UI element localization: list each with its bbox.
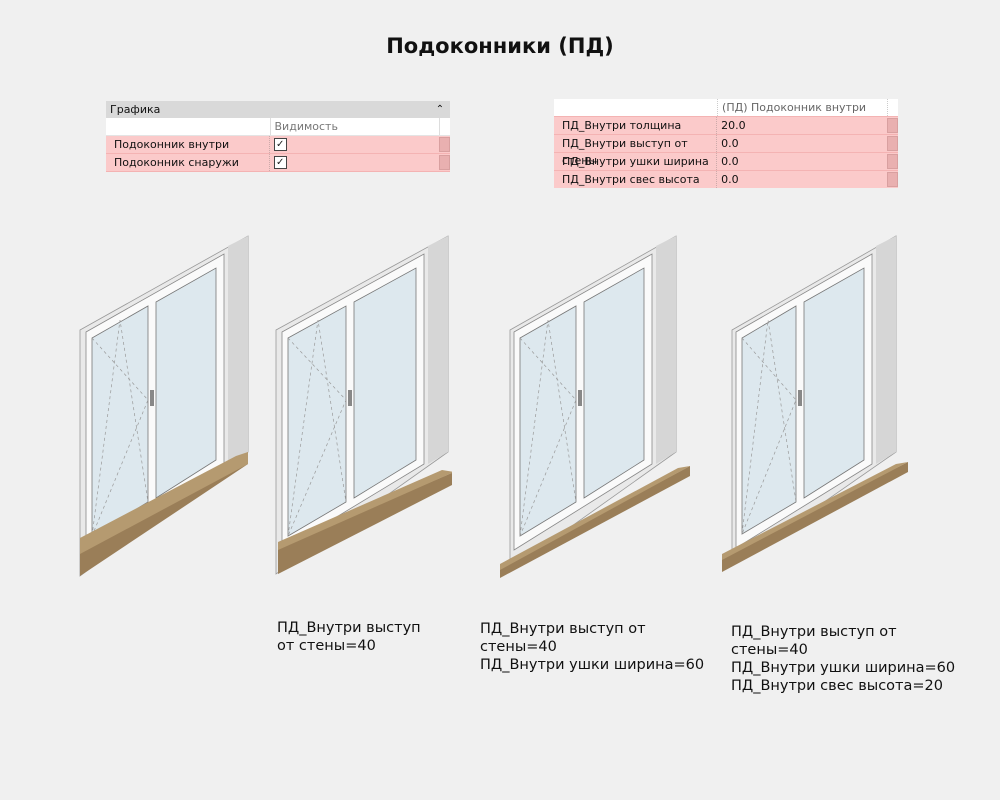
row-scroll-stub	[439, 155, 450, 170]
graphics-visibility-panel: Графика ⌃ Видимость Подоконник внутри ✓ …	[106, 101, 450, 172]
row-scroll-stub	[887, 154, 898, 169]
param-row-ear-width[interactable]: ПД_Внутри ушки ширина 0.0	[554, 152, 898, 170]
param-value-field[interactable]: 0.0	[721, 137, 739, 150]
visibility-row-sill-outside[interactable]: Подоконник снаружи ✓	[106, 154, 450, 172]
param-name: ПД_Внутри ушки ширина	[554, 153, 718, 170]
caption-text: ПД_Внутри выступ от стены=40 ПД_Внутри у…	[731, 624, 956, 694]
window-illustration-1	[79, 235, 249, 577]
sill-outside-visibility-checkbox[interactable]: ✓	[273, 156, 287, 169]
row-scroll-stub	[439, 137, 450, 152]
visibility-column-label: Видимость	[274, 120, 338, 133]
param-value-field[interactable]: 20.0	[721, 119, 746, 132]
caption-window-2: ПД_Внутри выступ от стены=40	[277, 619, 421, 655]
row-label: Подоконник снаружи	[106, 154, 270, 171]
window-illustration-2	[275, 235, 452, 575]
graphics-header-label: Графика	[110, 103, 161, 116]
visibility-column-header: Видимость	[106, 118, 450, 136]
caption-text: ПД_Внутри выступ от стены=40 ПД_Внутри у…	[480, 621, 705, 673]
param-value-field[interactable]: 0.0	[721, 155, 739, 168]
row-label: Подоконник внутри	[106, 136, 270, 153]
caption-text: ПД_Внутри выступ от стены=40	[277, 620, 421, 654]
row-scroll-stub	[887, 172, 898, 187]
window-illustrations	[0, 220, 1000, 600]
param-value-field[interactable]: 0.0	[721, 173, 739, 186]
graphics-section-header[interactable]: Графика ⌃	[106, 101, 450, 118]
caption-window-4: ПД_Внутри выступ от стены=40 ПД_Внутри у…	[731, 623, 955, 695]
param-name: ПД_Внутри свес высота	[554, 171, 718, 188]
param-row-wall-offset[interactable]: ПД_Внутри выступ от стены 0.0	[554, 134, 898, 167]
collapse-chevron-icon[interactable]: ⌃	[435, 104, 445, 115]
page-title: Подоконники (ПД)	[386, 34, 614, 58]
caption-window-3: ПД_Внутри выступ от стены=40 ПД_Внутри у…	[480, 620, 704, 674]
param-name: ПД_Внутри толщина	[554, 117, 718, 134]
parameters-column-label: (ПД) Подоконник внутри	[722, 101, 867, 114]
row-scroll-stub	[887, 136, 898, 151]
param-name: ПД_Внутри выступ от стены	[554, 135, 718, 167]
param-row-overhang-height[interactable]: ПД_Внутри свес высота 0.0	[554, 170, 898, 188]
row-scroll-stub	[887, 118, 898, 133]
sill-parameters-panel: (ПД) Подоконник внутри ПД_Внутри толщина…	[554, 99, 898, 188]
param-row-thickness[interactable]: ПД_Внутри толщина 20.0	[554, 116, 898, 134]
window-illustration-3	[500, 235, 690, 578]
parameters-column-header: (ПД) Подоконник внутри	[554, 99, 898, 116]
visibility-row-sill-inside[interactable]: Подоконник внутри ✓	[106, 136, 450, 154]
window-illustration-4	[722, 235, 908, 572]
sill-inside-visibility-checkbox[interactable]: ✓	[273, 138, 287, 151]
